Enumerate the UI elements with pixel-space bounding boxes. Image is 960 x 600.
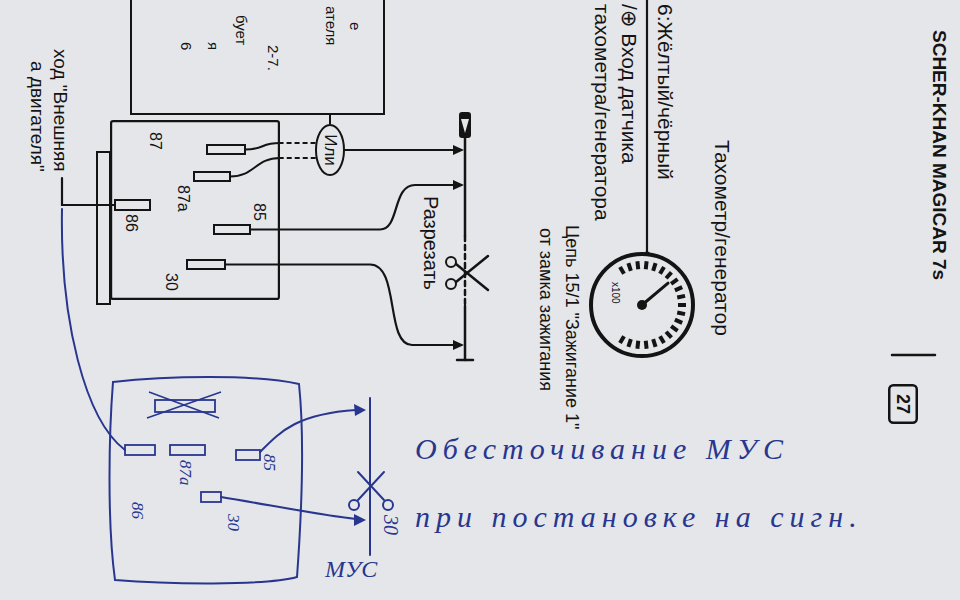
relay-box: 87 87a 85 86 30: [110, 120, 280, 300]
connector-symbol: [461, 119, 469, 133]
ink-wire: [260, 410, 356, 452]
handwritten-note: МУС: [325, 556, 377, 584]
dashed-connector: [280, 157, 316, 159]
pin87-wire: [245, 143, 280, 150]
input-name: а двигателя": [26, 61, 48, 172]
sensor-wire: [646, 0, 648, 253]
handdrawn-relay: 85 87a 30 86: [105, 372, 305, 588]
input-name: ход "Внешняя: [49, 49, 71, 172]
dashed-connector: [280, 142, 316, 144]
header-bar: [892, 354, 935, 357]
note-callout: еателя 2-7. бует я 6: [130, 0, 385, 115]
pin87a-wire: [230, 158, 280, 177]
pin-name: 87a: [174, 185, 192, 212]
cut-instruction: Разрезать: [419, 196, 442, 290]
handwritten-pin: 30: [223, 514, 243, 531]
header-title: SCHER-KHAN MAGICAR 7s: [928, 30, 950, 280]
circuit-name: Цепь 15/1 "Зажигание 1": [561, 225, 582, 429]
handwritten-pin: 87a: [175, 460, 195, 486]
relay-base: [97, 152, 110, 304]
input-name: тахометра/генератора: [590, 4, 614, 221]
handdrawn-relay-symbol: [105, 372, 305, 588]
arrowhead: [453, 180, 464, 190]
callout-text: 6: [178, 42, 195, 50]
callout-text: 2-7.: [265, 45, 282, 71]
ink-wire: [62, 209, 125, 450]
or-ellipse: Или: [315, 124, 345, 176]
ink-arrowhead: [354, 514, 366, 526]
gauge-scale: x100: [610, 282, 622, 304]
pin-name: 30: [162, 273, 180, 291]
page-number: 27: [893, 394, 914, 414]
callout-text: я: [205, 42, 222, 50]
pin-name: 86: [122, 214, 140, 232]
ink-scissors: [358, 472, 384, 500]
tachometer-gauge: x100: [589, 252, 695, 358]
callout-outline: [130, 0, 385, 115]
connector-symbol: [459, 112, 471, 138]
circuit-name: от замка зажигания: [535, 228, 556, 391]
handwritten-note: при постановке на сигн.: [415, 500, 863, 535]
handwritten-pin: 86: [127, 502, 147, 519]
handwritten-pin: 85: [259, 454, 279, 471]
scissors-icon: [456, 256, 488, 290]
arrowhead: [453, 340, 464, 350]
or-wire: [340, 149, 455, 151]
ink-scissors: [383, 500, 393, 510]
gauge-symbol: [589, 252, 695, 358]
ink-scissors: [349, 500, 359, 510]
page-number-box: 27: [888, 384, 918, 424]
handwritten-note: Обесточивание МУС: [415, 432, 789, 467]
callout-text: е: [347, 22, 364, 30]
section-title: Тахометр/генератор: [710, 140, 734, 336]
callout-pointer: [329, 115, 331, 124]
ink-arrowhead: [354, 404, 366, 416]
pin86-wire: [62, 178, 115, 205]
scissors-icon: [446, 279, 456, 289]
ignition-wire: [464, 138, 467, 236]
arrowhead: [453, 145, 464, 155]
or-label: Или: [320, 134, 340, 166]
pin-name: 87: [146, 132, 164, 150]
pin-name: 85: [250, 203, 268, 221]
scissors-icon: [446, 257, 456, 267]
ignition-wire: [464, 306, 467, 360]
wire-end: [457, 359, 473, 362]
callout-text: бует: [233, 15, 250, 45]
input-name: /⊕ Вход датчика: [617, 4, 641, 164]
callout-text: ателя: [323, 6, 340, 45]
wire-color: 6:Жёлтый/чёрный: [653, 4, 677, 180]
handwritten-pin: 30: [379, 515, 402, 535]
ink-wire: [369, 398, 371, 555]
